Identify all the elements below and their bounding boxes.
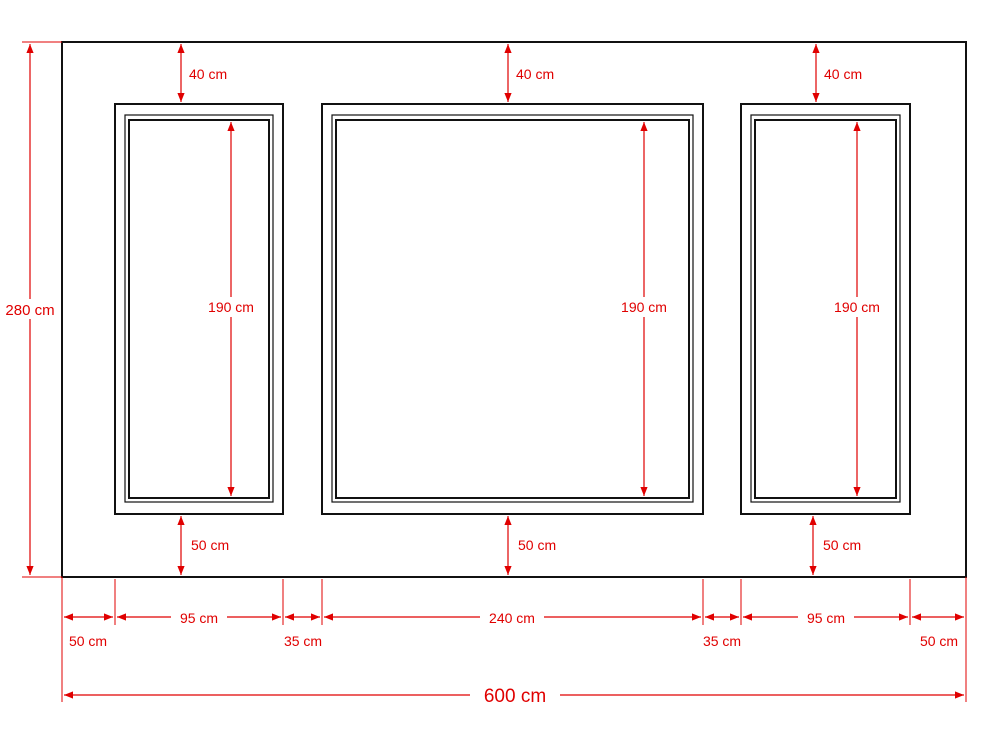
dim-panel-height-right: 190 cm (827, 122, 887, 496)
dim-panel-height-center: 190 cm (614, 122, 674, 496)
segment-left-margin-label: 50 cm (69, 633, 107, 649)
dim-segment-right-margin: 50 cm (912, 613, 964, 649)
dim-total-width: 600 cm (64, 683, 964, 707)
dim-top-margin-right: 40 cm (812, 44, 862, 102)
dim-segment-left-margin: 50 cm (64, 613, 113, 649)
segment-right-gap-label: 35 cm (703, 633, 741, 649)
segment-right-margin-label: 50 cm (920, 633, 958, 649)
top-margin-left-label: 40 cm (189, 66, 227, 82)
top-margin-center-label: 40 cm (516, 66, 554, 82)
dim-segment-right-gap: 35 cm (703, 613, 741, 649)
top-margin-right-label: 40 cm (824, 66, 862, 82)
dim-bottom-margin-center: 50 cm (504, 516, 556, 575)
segment-right-panel-label: 95 cm (807, 610, 845, 626)
horizontal-extension-lines (61, 577, 967, 702)
dim-bottom-margin-right: 50 cm (809, 516, 861, 575)
dim-panel-height-left: 190 cm (201, 122, 261, 496)
dim-segment-left-panel: 95 cm (117, 607, 281, 627)
panel-height-right-label: 190 cm (834, 299, 880, 315)
panel-left-molding (128, 119, 270, 499)
total-height-label: 280 cm (5, 302, 54, 319)
bottom-margin-left-label: 50 cm (191, 537, 229, 553)
dim-top-margin-left: 40 cm (177, 44, 227, 102)
segment-left-gap-label: 35 cm (284, 633, 322, 649)
panel-height-center-label: 190 cm (621, 299, 667, 315)
dim-segment-center-panel: 240 cm (324, 607, 701, 627)
dim-total-height: 280 cm (2, 41, 62, 578)
panel-height-left-label: 190 cm (208, 299, 254, 315)
dim-top-margin-center: 40 cm (504, 44, 554, 102)
panel-right-molding (754, 119, 897, 499)
panel-center-molding (335, 119, 690, 499)
bottom-margin-center-label: 50 cm (518, 537, 556, 553)
segment-left-panel-label: 95 cm (180, 610, 218, 626)
dim-segment-right-panel: 95 cm (743, 607, 908, 627)
dim-segment-left-gap: 35 cm (284, 613, 322, 649)
dim-bottom-margin-left: 50 cm (177, 516, 229, 575)
bottom-margin-right-label: 50 cm (823, 537, 861, 553)
total-width-label: 600 cm (484, 686, 546, 707)
segment-center-panel-label: 240 cm (489, 610, 535, 626)
